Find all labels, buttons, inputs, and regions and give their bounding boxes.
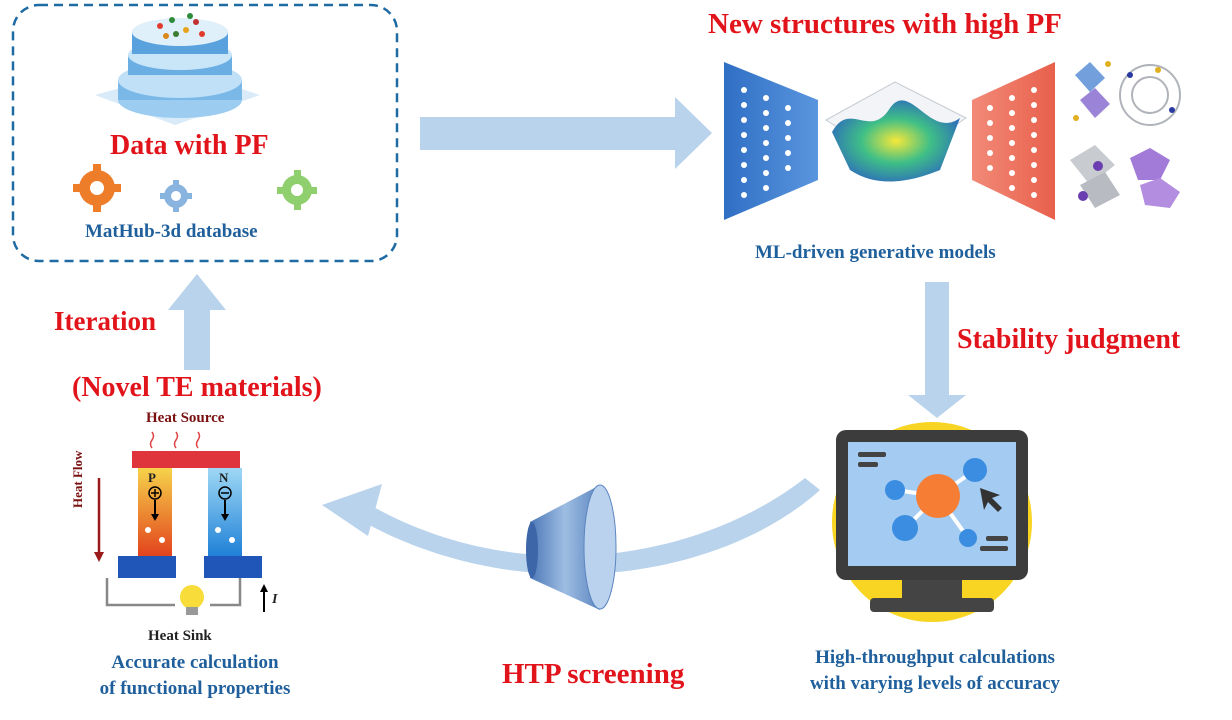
arrow-return-head	[322, 484, 382, 536]
funnel-icon	[526, 484, 617, 610]
encoder-network	[724, 62, 818, 220]
arrow-iteration	[168, 274, 226, 370]
generative-label: ML-driven generative models	[755, 242, 996, 263]
monitor-icon	[832, 422, 1032, 622]
crystal-structure-2	[1119, 64, 1181, 126]
device-label-line2: of functional properties	[99, 678, 291, 699]
crystal-structure-4	[1130, 148, 1180, 208]
htc-label-line2: with varying levels of accuracy	[809, 673, 1061, 694]
database-icon	[95, 13, 260, 125]
p-type-label: P	[148, 470, 156, 485]
generative-title: New structures with high PF	[708, 8, 1062, 40]
orange-gear-icon	[73, 164, 121, 212]
latent-surface	[825, 81, 967, 182]
heat-flow-label: Heat Flow	[70, 450, 85, 508]
device-label-line1: Accurate calculation	[111, 652, 279, 673]
database-label: MatHub-3d database	[85, 221, 258, 242]
n-type-label: N	[219, 470, 229, 485]
database-box	[11, 3, 399, 263]
crystal-structure-3	[1070, 145, 1120, 208]
decoder-nodes	[987, 87, 1037, 198]
heat-source-label: Heat Source	[146, 410, 225, 426]
crystal-structure-1	[1073, 61, 1111, 121]
green-gear-icon	[277, 170, 317, 210]
arrow-to-htc	[908, 282, 966, 418]
heat-sink-label: Heat Sink	[148, 628, 212, 644]
stability-label: Stability judgment	[957, 324, 1181, 355]
arrow-to-generative	[420, 97, 712, 169]
device-label: Accurate calculation of functional prope…	[60, 650, 330, 702]
encoder-nodes	[741, 87, 791, 198]
htc-label-line1: High-throughput calculations	[815, 647, 1055, 668]
device-title: (Novel TE materials)	[72, 372, 322, 403]
current-label: I	[272, 592, 278, 607]
blue-gear-icon	[160, 180, 192, 212]
screening-label: HTP screening	[502, 658, 685, 690]
htc-label: High-throughput calculations with varyin…	[800, 645, 1070, 697]
iteration-label: Iteration	[54, 306, 156, 336]
te-device	[94, 431, 268, 615]
arrow-return-curve	[360, 478, 820, 575]
database-title: Data with PF	[110, 130, 269, 161]
